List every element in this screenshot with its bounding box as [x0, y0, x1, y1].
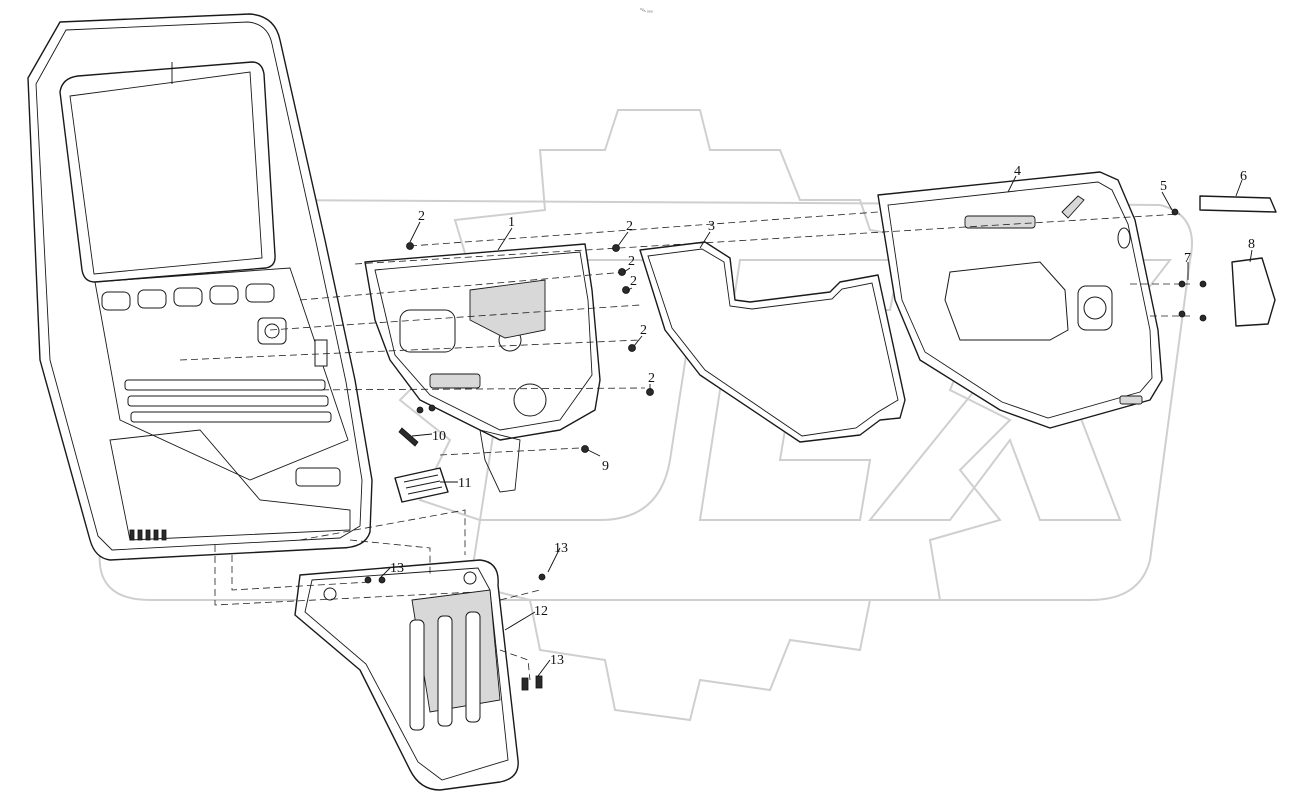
callout-10: 10 [432, 429, 446, 444]
callout-2b: 2 [626, 219, 633, 234]
part-6-strip [1199, 195, 1277, 213]
callout-2a: 2 [418, 209, 425, 224]
callout-2d: 2 [630, 274, 637, 289]
callout-1: 1 [508, 215, 515, 230]
callout-13c: 13 [550, 653, 564, 668]
callout-11: 11 [458, 476, 471, 491]
lower-slot-rows [124, 379, 332, 423]
part-4-trim-panel [877, 171, 1163, 429]
callout-8: 8 [1248, 237, 1255, 252]
callout-12: 12 [534, 604, 548, 619]
callout-13b: 13 [390, 561, 404, 576]
leader-lines [171, 62, 1253, 677]
part-3-gasket [639, 241, 906, 443]
callout-5: 5 [1160, 179, 1167, 194]
callout-2f: 2 [648, 371, 655, 386]
callout-9: 9 [602, 459, 609, 474]
callout-7: 7 [1184, 251, 1191, 266]
callout-13a: 13 [554, 541, 568, 556]
callout-4: 4 [1014, 164, 1021, 179]
door-frame [27, 13, 373, 561]
callout-2e: 2 [640, 323, 647, 338]
part-8-cover [1231, 257, 1276, 327]
part-12-lower-bracket [294, 559, 519, 791]
callout-2c: 2 [628, 254, 635, 269]
part-1-inner-panel [364, 243, 601, 493]
part-11-handle [394, 467, 449, 503]
bottom-vent-slots [129, 529, 167, 541]
part-10-rod [398, 427, 419, 447]
fasteners [364, 208, 1207, 691]
callouts: 1 2 2 2 2 2 2 3 4 5 6 7 8 9 10 11 12 13 … [390, 164, 1255, 668]
header-mark: °²ₙ ₒₒₒ [640, 8, 653, 14]
callout-3: 3 [708, 219, 715, 234]
upper-hole-row [101, 283, 275, 311]
callout-6: 6 [1240, 169, 1247, 184]
